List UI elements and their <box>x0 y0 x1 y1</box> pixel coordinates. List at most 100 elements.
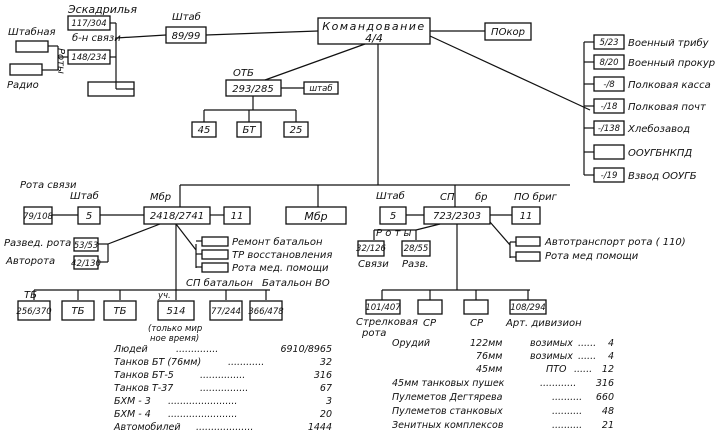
mbr-service-box-1[interactable] <box>201 236 229 247</box>
stat-right-dots-2: ...... <box>578 351 596 362</box>
stat-left-dots-5: ....................... <box>168 396 237 407</box>
right-unit-num-3: -/8 <box>603 80 615 90</box>
stat-right-dots-5: .......... <box>552 392 582 403</box>
squadron-title: Эскадрилья <box>67 3 137 16</box>
roty-label: Роты <box>55 48 66 74</box>
otb-child-2[interactable] <box>236 121 262 138</box>
right-unit-box-1[interactable] <box>593 34 625 50</box>
spbr-br-label: бр <box>475 191 488 203</box>
art-label: Арт. дивизион <box>505 318 582 329</box>
mbr-second-box[interactable] <box>285 206 347 225</box>
stat-left-label-7: Автомобилей <box>113 422 181 433</box>
podkor-label: ПОкор <box>491 27 525 38</box>
stat-left-value-1: 6910/8965 <box>280 344 332 355</box>
mbr-service-1: Ремонт батальон <box>232 236 323 248</box>
rota-svyazi-label: Рота связи <box>20 180 77 191</box>
sr-box-1[interactable] <box>417 299 443 315</box>
spbr-razv-box[interactable] <box>401 240 431 257</box>
stats-right: Орудий 122мм возимых ...... 4 76мм возим… <box>392 338 614 431</box>
strelk-box[interactable] <box>365 299 401 315</box>
command-ratio: 4/4 <box>365 32 383 45</box>
right-unit-box-3[interactable] <box>593 76 625 92</box>
tb-box-3[interactable] <box>103 300 137 321</box>
tb-box-2[interactable] <box>61 300 95 321</box>
uch-box[interactable] <box>157 300 195 321</box>
right-unit-box-2[interactable] <box>593 54 625 70</box>
right-unit-box-7[interactable] <box>593 167 625 183</box>
right-unit-box-5[interactable] <box>593 120 625 136</box>
right-unit-num-4: -/18 <box>601 102 618 112</box>
spbr-shtab-label: Штаб <box>376 190 405 202</box>
otb-child-3[interactable] <box>283 121 309 138</box>
spbr-service-2: Рота мед помощи <box>545 251 639 262</box>
line-command-right <box>429 35 591 111</box>
batalon-box-1[interactable] <box>209 300 243 321</box>
stat-left-dots-4: ................ <box>200 383 248 394</box>
stat-right-value-1: 4 <box>608 338 614 349</box>
stat-right-value-6: 48 <box>602 406 614 417</box>
spbr-svyazi-box[interactable] <box>357 240 385 257</box>
right-unit-num-5: -/138 <box>598 124 621 134</box>
stat-right-dots-4: ............ <box>540 378 576 389</box>
mbr-shtab-label: Штаб <box>70 190 99 202</box>
stat-left-dots-1: .............. <box>176 344 218 355</box>
mbr-service-box-3[interactable] <box>201 262 229 273</box>
stat-left-dots-6: ....................... <box>168 409 237 420</box>
spbr-service-box-2[interactable] <box>515 251 541 262</box>
batalon-bo-label: Батальон ВО <box>262 278 330 289</box>
sr-label-1: СР <box>423 318 437 329</box>
mbr-second-label: Мбр <box>304 210 327 223</box>
line-squadron-shtab <box>115 34 167 39</box>
stat-left-value-5: 3 <box>326 396 332 407</box>
mbr-ratio: 2418/2741 <box>150 211 204 222</box>
stat-right-dots-6: .......... <box>552 406 582 417</box>
tb-label: ТБ <box>24 290 37 301</box>
peace-note-2: ное время) <box>150 334 199 344</box>
shtabnaya-box[interactable] <box>15 40 49 53</box>
shtab-label: Штаб <box>172 11 201 23</box>
tb-box-1[interactable] <box>17 300 51 321</box>
stat-right-sub-2: 76мм <box>476 351 502 362</box>
stat-left-label-5: БХМ - 3 <box>114 396 151 407</box>
shtab-ratio: 89/99 <box>172 31 201 42</box>
avtorota-label: Авторота <box>5 256 55 267</box>
art-box[interactable] <box>509 299 547 315</box>
squadron-r1: 117/304 <box>71 19 106 29</box>
spbr-roty-label: Р о т ы <box>376 228 412 239</box>
mbr-service-2: ТР восстановления <box>232 250 332 261</box>
sr-box-2[interactable] <box>463 299 489 315</box>
stat-right-sub-3: 45мм <box>476 364 502 375</box>
otb-child-1-label: 45 <box>198 125 211 136</box>
batalon-box-2[interactable] <box>249 300 283 321</box>
right-unit-num-1: 5/23 <box>599 38 618 48</box>
stat-left-dots-3: ............... <box>200 370 245 381</box>
stat-left-label-3: Танков БТ-5 <box>114 370 174 381</box>
right-unit-label-1: Военный трибу <box>628 37 710 49</box>
stat-right-label-4: 45мм танковых пушек <box>392 378 505 389</box>
spbr-sp-label: СП <box>440 192 455 203</box>
spbr-razv-ratio: 28/55 <box>404 244 429 254</box>
stat-right-dots-1: ...... <box>578 338 596 349</box>
squadron-r2: 148/234 <box>71 53 106 63</box>
uch-label: уч. <box>157 291 171 301</box>
stat-right-sub-1: 122мм <box>470 338 502 349</box>
right-unit-box-6[interactable] <box>593 144 625 160</box>
spbr-razv-label: Разв. <box>402 259 429 270</box>
radio-box[interactable] <box>9 63 43 76</box>
stat-right-label-5: Пулеметов Дегтярева <box>392 392 503 403</box>
rota-svyazi-ratio: 79/108 <box>23 212 53 222</box>
right-unit-label-7: Взвод ООУГБ <box>628 171 697 182</box>
art-ratio: 108/294 <box>510 303 545 313</box>
right-unit-label-5: Хлебозавод <box>627 123 690 135</box>
right-unit-box-4[interactable] <box>593 98 625 114</box>
line-command-otb <box>264 43 366 81</box>
otb-shtab-label: штаб <box>309 84 332 94</box>
spbr-service-1: Автотранспорт рота ( 110) <box>544 237 686 248</box>
stat-right-kind-1: возимых <box>530 338 573 349</box>
otb-child-1[interactable] <box>191 121 217 138</box>
spbr-service-box-1[interactable] <box>515 236 541 247</box>
strelk-label-2: рота <box>361 328 386 339</box>
stat-right-label-7: Зенитных комплексов <box>392 420 504 431</box>
mbr-service-box-2[interactable] <box>201 249 229 260</box>
